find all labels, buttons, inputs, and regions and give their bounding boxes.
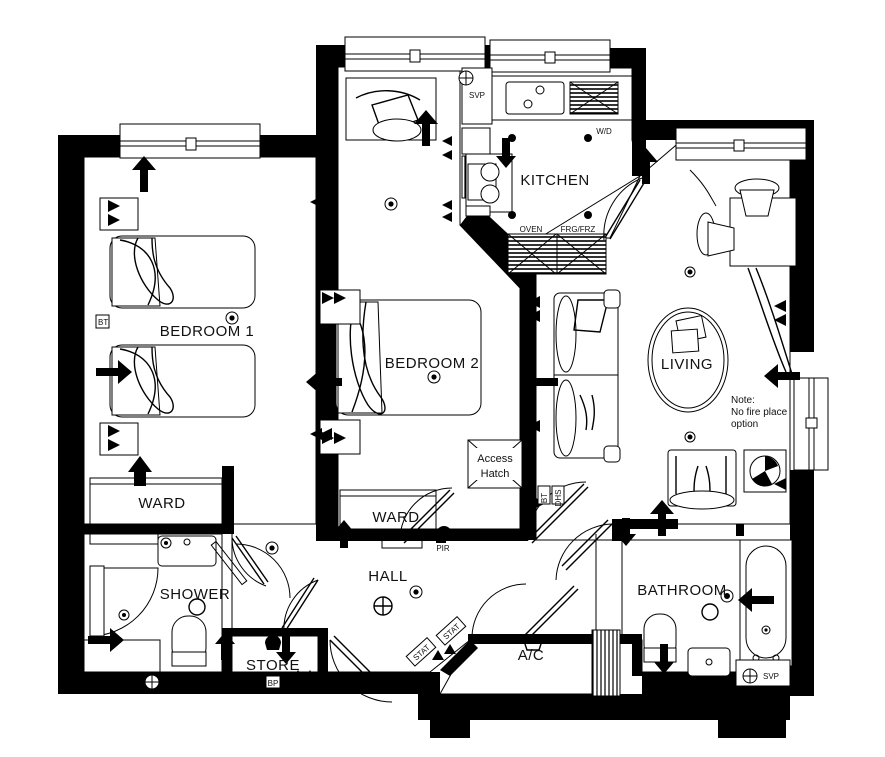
door-store (281, 577, 319, 633)
door-bathroom (555, 519, 613, 581)
room-label-bedroom2: BEDROOM 2 (385, 355, 480, 372)
access-hatch-label-2: Hatch (481, 468, 510, 480)
door-entrance (329, 635, 393, 703)
doors (210, 177, 645, 703)
bp-label: BP (268, 679, 279, 688)
label-boxes (265, 485, 565, 689)
door-airing (471, 583, 579, 640)
window-bedroom2 (344, 36, 486, 72)
access-hatch-label-1: Access (477, 453, 513, 465)
window-living-right (793, 377, 829, 471)
room-label-bedroom1: BEDROOM 1 (160, 323, 255, 340)
door-bedroom2 (399, 487, 455, 544)
window-living-top (675, 127, 807, 161)
svp-label-kitchen: SVP (469, 91, 485, 100)
radiator-arrows (88, 110, 800, 674)
svp-symbol-shower (144, 674, 160, 690)
fridge-freezer-label: FRG/FRZ (561, 225, 596, 234)
bt-label: BT (540, 493, 549, 503)
door-bedroom1 (235, 543, 291, 599)
door-shower (210, 535, 269, 587)
room-labels: BEDROOM 1 BEDROOM 2 KITCHEN LIVING HALL … (138, 172, 726, 674)
note-label-1: Note: (731, 395, 755, 406)
door-kitchen (603, 177, 645, 241)
note-label-3: option (731, 419, 758, 430)
dhs-label: DHS (554, 490, 563, 507)
room-label-store: STORE (246, 657, 300, 674)
room-label-kitchen: KITCHEN (520, 172, 589, 189)
room-label-ward-hall: WARD (372, 509, 419, 526)
room-label-bathroom: BATHROOM (637, 582, 727, 599)
window-bedroom1 (119, 123, 261, 159)
electrical-symbols (88, 110, 800, 680)
window-kitchen (489, 39, 611, 73)
wd-label: W/D (596, 127, 612, 136)
wardrobes (89, 477, 437, 549)
furniture-airing-cupboard (524, 629, 621, 697)
room-label-hall: HALL (368, 568, 408, 585)
pir-sensor-symbol (436, 526, 452, 541)
svp-label-bathroom: SVP (763, 672, 779, 681)
furniture-bedroom2 (319, 77, 523, 489)
room-label-shower: SHOWER (160, 586, 231, 603)
svp-symbol-kitchen (458, 70, 474, 86)
room-label-airing: A/C (518, 647, 545, 664)
windows (119, 36, 829, 471)
room-label-living: LIVING (661, 356, 713, 373)
svp-symbol-bathroom (742, 668, 758, 684)
oven-label: OVEN (520, 225, 543, 234)
smoke-detector (373, 596, 393, 616)
room-label-ward-left: WARD (138, 495, 185, 512)
furniture-living (553, 169, 797, 510)
svg-text:BT: BT (98, 318, 108, 327)
note-label-2: No fire place (731, 407, 788, 418)
pir-label: PIR (436, 544, 450, 553)
annotation-labels: Access Hatch Note: No fire place option (477, 395, 787, 480)
furniture-bedroom1: BT (95, 197, 256, 456)
